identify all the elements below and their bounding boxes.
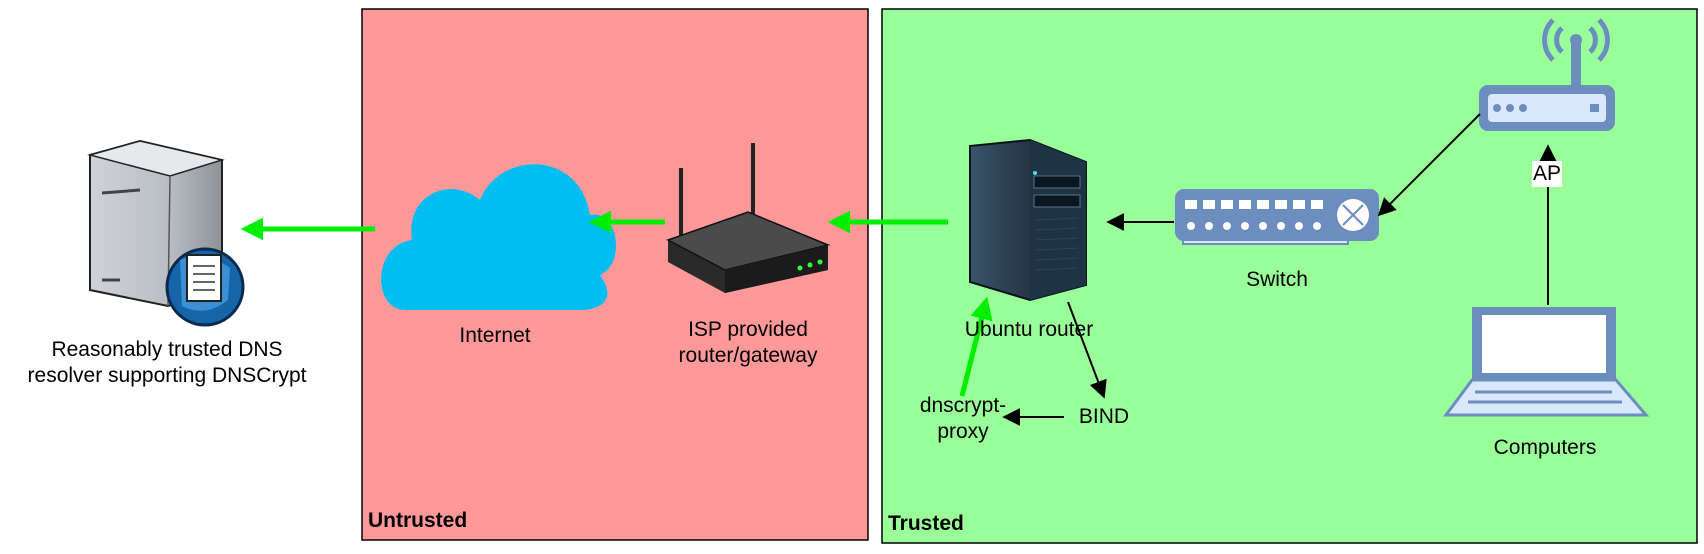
dnscrypt-to-ubuntu-green-arrow (959, 296, 993, 397)
isp-router-label-line1: ISP provided (688, 318, 808, 341)
cloud-icon (381, 164, 617, 310)
switch-label: Switch (1246, 268, 1308, 291)
wireless-access-point-icon (1479, 18, 1615, 131)
untrusted-zone-title: Untrusted (368, 509, 468, 532)
wireless-router-icon (666, 143, 831, 293)
bind-label: BIND (1078, 405, 1130, 428)
ubuntu-router-label: Ubuntu router (964, 318, 1094, 341)
tower-server-icon (969, 138, 1087, 302)
network-switch-icon (1175, 189, 1379, 245)
isp-router-label: ISP provided router/gateway (628, 317, 868, 369)
laptop-icon (1443, 307, 1650, 417)
encrypted-flow (240, 210, 993, 397)
dns-resolver-label-line2: resolver supporting DNSCrypt (27, 364, 307, 387)
computers-label: Computers (1493, 436, 1597, 459)
ap-to-switch-arrow (1377, 113, 1481, 217)
plain-connections (1002, 113, 1557, 426)
dns-resolver-label-line1: Reasonably trusted DNS (51, 338, 283, 361)
dnscrypt-proxy-label: dnscrypt- proxy (903, 393, 1023, 445)
isp-router-label-line2: router/gateway (678, 344, 818, 367)
ubuntu-to-bind-arrow (1067, 301, 1107, 399)
dns-resolver-label: Reasonably trusted DNS resolver supporti… (0, 337, 334, 389)
ap-label: AP (1532, 162, 1561, 185)
internet-label: Internet (459, 324, 531, 347)
trusted-zone-title: Trusted (888, 512, 964, 535)
dnscrypt-proxy-label-line2: proxy (937, 420, 989, 443)
dns-server-icon (87, 139, 245, 327)
dnscrypt-proxy-label-line1: dnscrypt- (919, 394, 1007, 417)
ap-label-background (1532, 161, 1562, 187)
